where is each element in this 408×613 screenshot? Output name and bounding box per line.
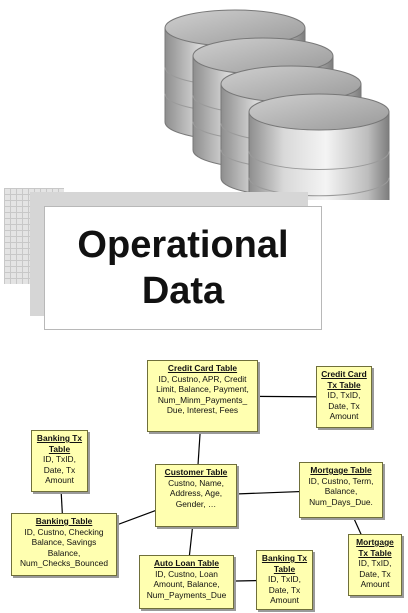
node-title: Banking Tx Table (261, 553, 308, 574)
node-fields: ID, TxID, Date, Tx Amount (268, 574, 301, 606)
node-title: Credit Card Tx Table (321, 369, 367, 390)
node-fields: Custno, Name, Address, Age, Gender, … (168, 477, 224, 509)
heading-line-1: Operational (77, 224, 289, 266)
node-title: Mortgage Tx Table (356, 537, 394, 558)
node-fields: ID, TxID, Date, Tx Amount (43, 454, 76, 486)
banking-tx-table-node-right: Banking Tx Table ID, TxID, Date, Tx Amou… (256, 550, 313, 610)
mortgage-tx-table-node: Mortgage Tx Table ID, TxID, Date, Tx Amo… (348, 534, 402, 596)
node-fields: ID, Custno, Term, Balance, Num_Days_Due. (308, 475, 374, 507)
node-fields: ID, Custno, Checking Balance, Savings Ba… (20, 526, 108, 569)
node-fields: ID, Custno, APR, Credit Limit, Balance, … (156, 373, 249, 416)
node-fields: ID, TxID, Date, Tx Amount (327, 390, 361, 422)
database-cylinder-icon (248, 93, 390, 200)
mortgage-table-node: Mortgage Table ID, Custno, Term, Balance… (299, 462, 383, 518)
operational-data-label-box: Operational Data (44, 206, 322, 330)
node-title: Banking Table (35, 516, 93, 526)
node-title: Banking Tx Table (36, 433, 83, 454)
banking-tx-table-node-left: Banking Tx Table ID, TxID, Date, Tx Amou… (31, 430, 88, 492)
banking-table-node: Banking Table ID, Custno, Checking Balan… (11, 513, 117, 576)
node-title: Customer Table (164, 467, 228, 477)
node-fields: ID, TxID, Date, Tx Amount (358, 558, 392, 590)
node-fields: ID, Custno, Loan Amount, Balance, Num_Pa… (146, 568, 227, 600)
node-title: Auto Loan Table (154, 558, 219, 568)
customer-table-node: Customer Table Custno, Name, Address, Ag… (155, 464, 237, 527)
node-title: Mortgage Table (310, 465, 372, 475)
node-title: Credit Card Table (167, 363, 238, 373)
auto-loan-table-node: Auto Loan Table ID, Custno, Loan Amount,… (139, 555, 234, 609)
credit-card-table-node: Credit Card Table ID, Custno, APR, Credi… (147, 360, 258, 432)
heading-line-2: Data (141, 270, 225, 312)
credit-card-tx-table-node: Credit Card Tx Table ID, TxID, Date, Tx … (316, 366, 372, 428)
database-stack-icon (164, 9, 390, 200)
